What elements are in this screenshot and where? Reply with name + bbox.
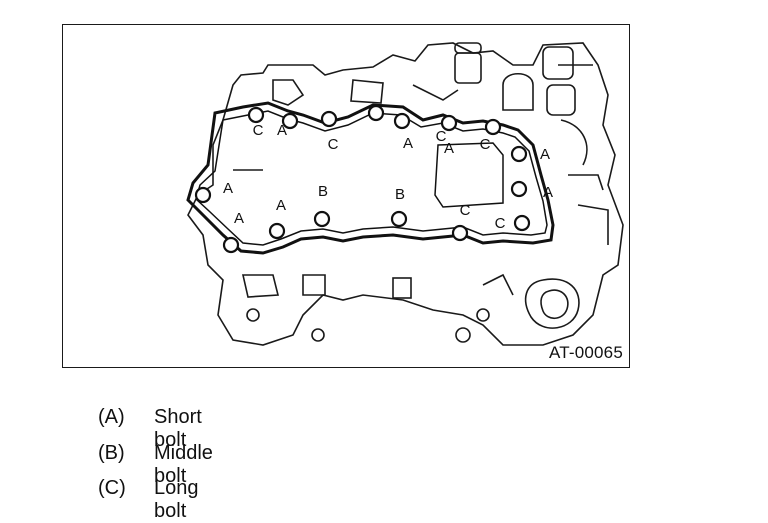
legend-text: Long bolt <box>154 477 199 522</box>
valve-body-drawing: A C C A A C A C A A A B B C C A <box>186 42 624 346</box>
bolt-label: C <box>328 136 339 153</box>
bolt-head <box>393 112 411 130</box>
bolt-label: B <box>395 186 405 203</box>
bolt-head <box>367 104 385 122</box>
bolt-label: C <box>495 215 506 232</box>
bolt-head <box>451 224 469 242</box>
bolt-label: C <box>460 202 471 219</box>
legend-code: (A) <box>98 406 125 428</box>
bolt-head <box>194 186 212 204</box>
bolt-head <box>440 114 458 132</box>
bolt-head <box>268 222 286 240</box>
bolt-head <box>313 210 331 228</box>
legend-text: Short bolt <box>154 406 202 451</box>
bolt-label: C <box>253 122 264 139</box>
bolt-label: C <box>480 136 491 153</box>
bolt-label: A <box>403 135 413 152</box>
bolt-label: A <box>540 146 550 163</box>
bolt-head <box>510 180 528 198</box>
bolt-label: A <box>234 210 244 227</box>
bolt-label: C <box>436 128 447 145</box>
bolt-head <box>247 106 265 124</box>
bolt-label: A <box>277 122 287 139</box>
legend-code: (C) <box>98 477 126 499</box>
bolt-head <box>281 112 299 130</box>
bolt-label: A <box>223 180 233 197</box>
bolt-head <box>513 214 531 232</box>
bolt-label: A <box>276 197 286 214</box>
bolt-label: A <box>444 140 454 157</box>
bolt-labels: A C C A A C A C A A A B B C C A <box>223 122 553 232</box>
figure-code: AT-00065 <box>548 343 623 362</box>
bolt-label: B <box>318 183 328 200</box>
valve-cover-outline <box>186 101 555 255</box>
bolt-head <box>222 236 240 254</box>
bolt-head <box>484 118 502 136</box>
bolt-label: A <box>543 184 553 201</box>
valve-body-diagram: A C C A A C A C A A A B B C C A AT-00065 <box>62 24 630 368</box>
bolt-head <box>510 145 528 163</box>
legend-text: Middle bolt <box>154 441 213 487</box>
legend-code: (B) <box>98 441 125 464</box>
transmission-housing <box>187 42 624 346</box>
bolt-heads <box>194 104 531 254</box>
bolt-head <box>390 210 408 228</box>
bolt-head <box>320 110 338 128</box>
